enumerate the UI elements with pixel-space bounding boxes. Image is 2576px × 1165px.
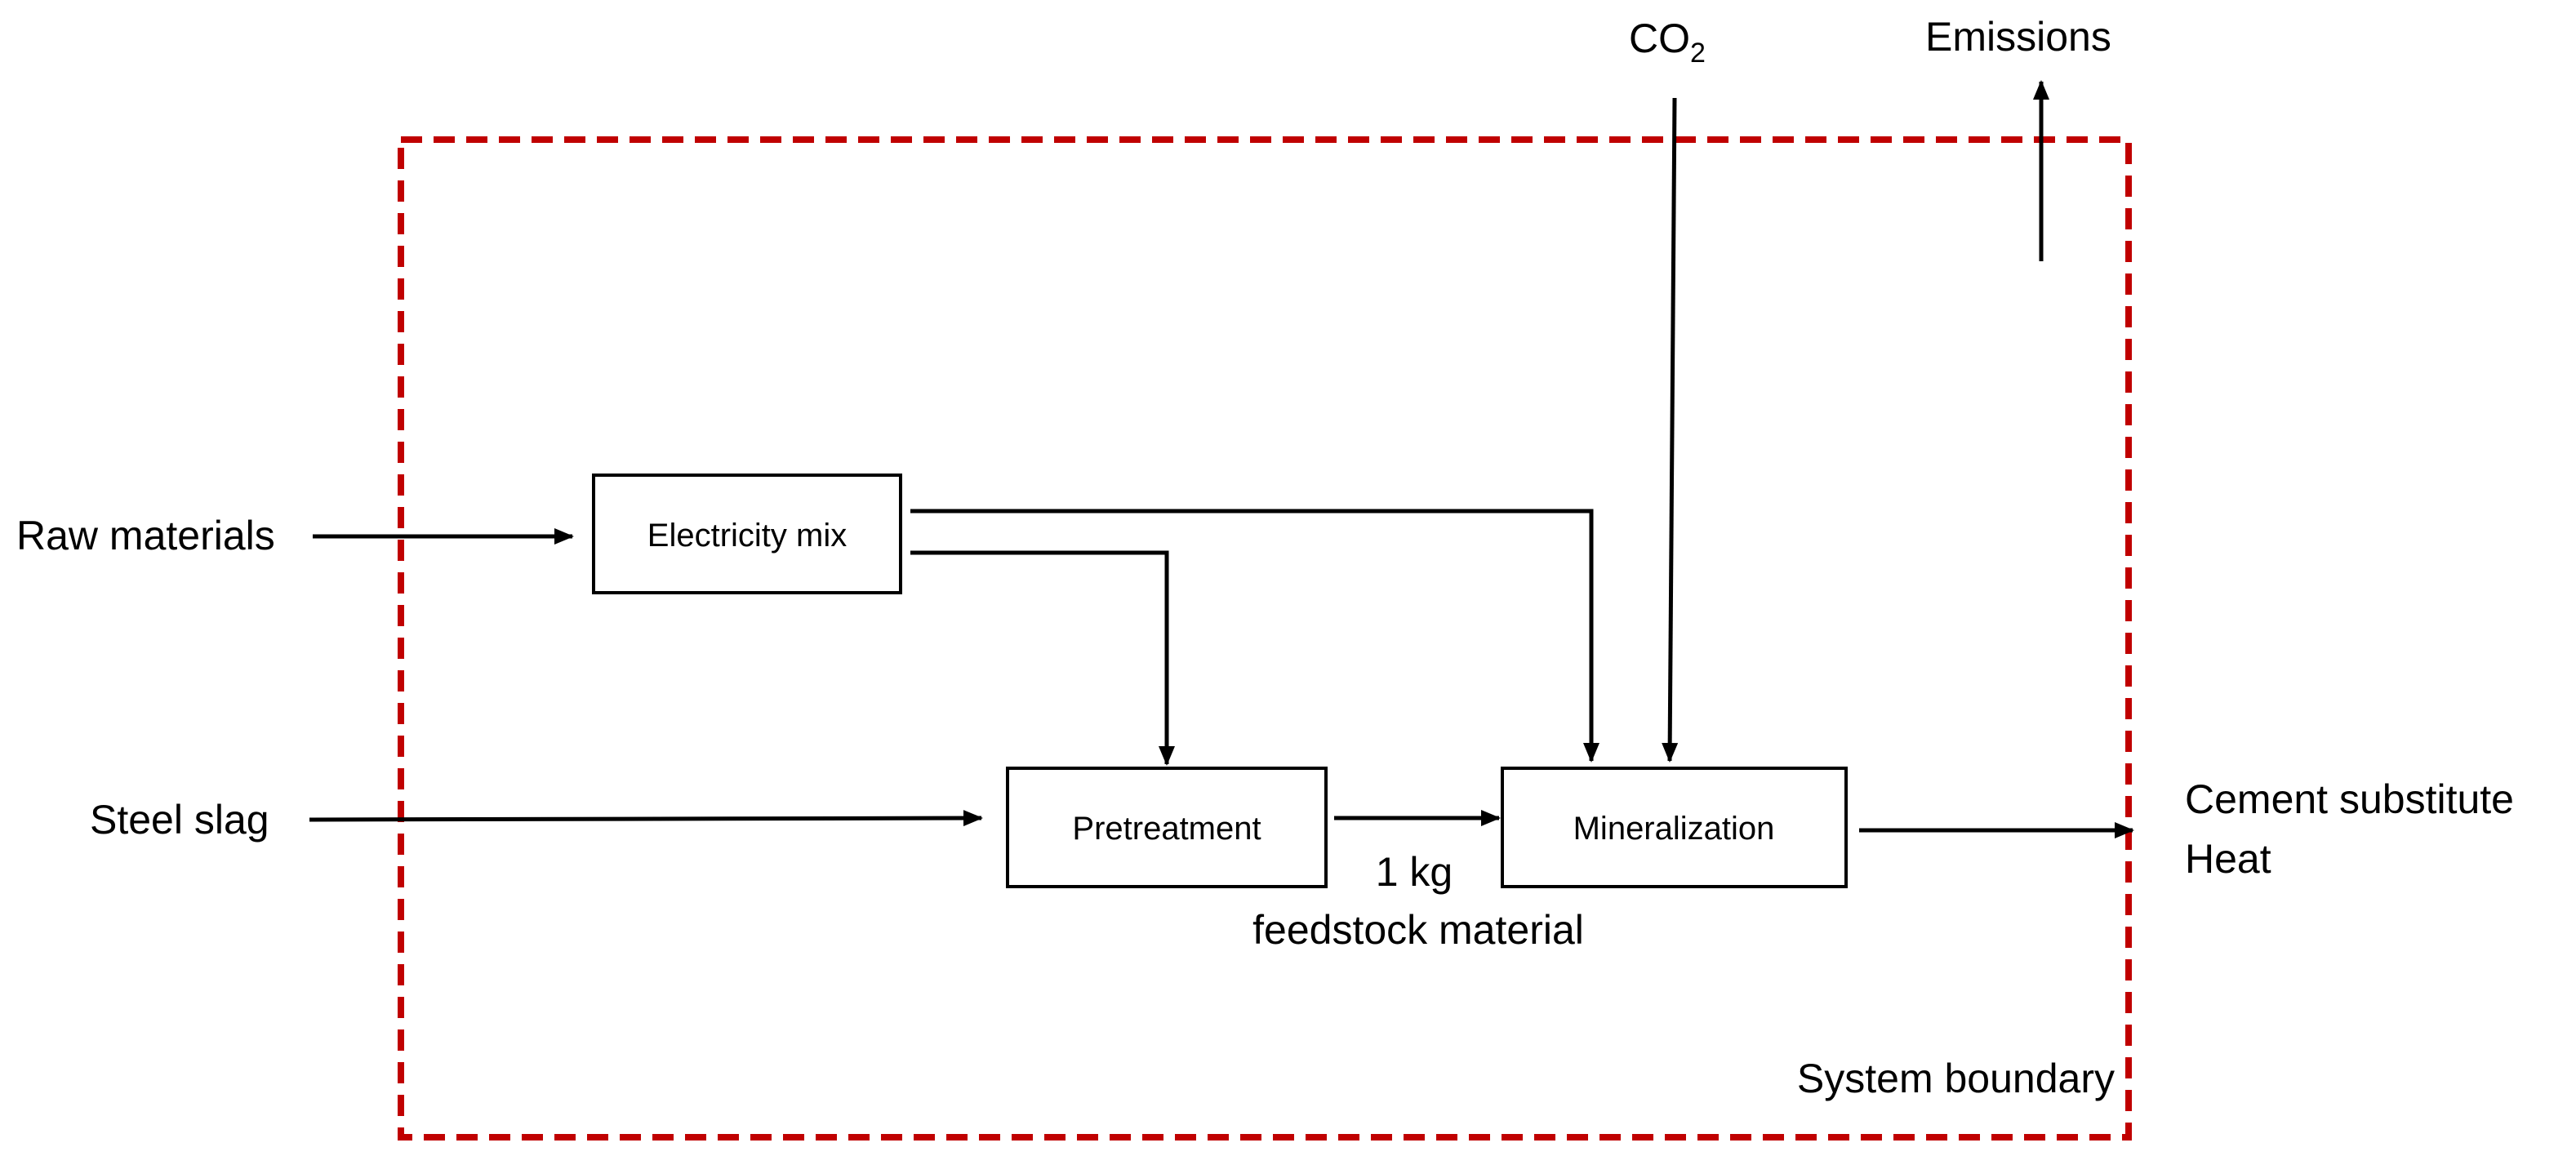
flow-material-label: feedstock material (1252, 907, 1584, 953)
mineralization-box: Mineralization (1501, 767, 1848, 888)
steel-slag-arrow (309, 810, 983, 827)
heat-label: Heat (2185, 836, 2271, 882)
pretreatment-box: Pretreatment (1006, 767, 1328, 888)
raw-materials-label: Raw materials (16, 513, 275, 558)
system-boundary-label: System boundary (1797, 1056, 2115, 1101)
steel-slag-label: Steel slag (90, 797, 269, 843)
co2-label-subscript: 2 (1690, 38, 1706, 69)
flow-amount-label: 1 kg (1376, 849, 1453, 895)
co2-input-arrow (1662, 97, 1679, 763)
co2-label-base: CO (1629, 16, 1690, 61)
emissions-label: Emissions (1925, 14, 2111, 60)
electricity-to-mineralization-arrow (910, 509, 1599, 763)
system-boundary (398, 136, 2132, 1141)
electricity-to-pretreatment-arrow (910, 550, 1175, 766)
cement-substitute-label: Cement substitute (2185, 776, 2514, 822)
co2-label: CO2 (1629, 16, 1706, 69)
pretreatment-label: Pretreatment (1072, 811, 1261, 847)
electricity-mix-box: Electricity mix (592, 474, 902, 594)
electricity-mix-label: Electricity mix (647, 518, 847, 554)
mineralization-label: Mineralization (1573, 811, 1775, 847)
